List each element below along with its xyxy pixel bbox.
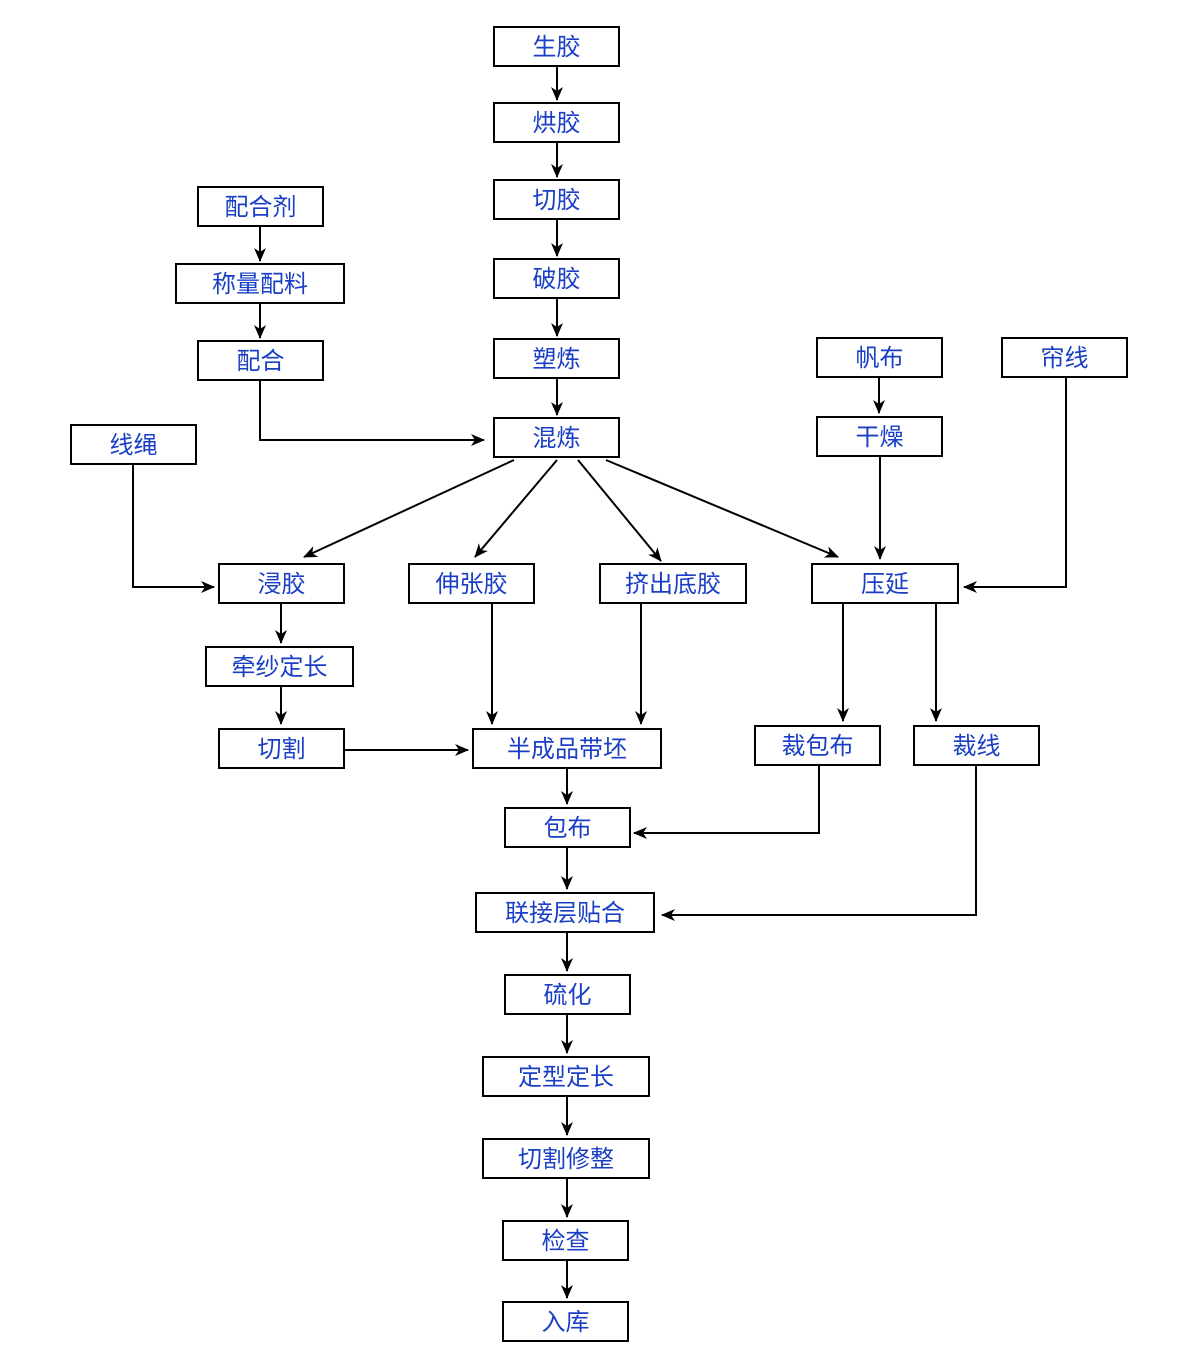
- node-raw-rubber: 生胶: [493, 26, 620, 67]
- node-cutting-rubber: 切胶: [493, 179, 620, 220]
- arrow-mixing-to-calendering: [605, 459, 839, 558]
- node-storage: 入库: [502, 1301, 629, 1342]
- node-cord: 线绳: [70, 424, 197, 465]
- node-cord-fabric: 帘线: [1001, 337, 1128, 378]
- node-drying-rubber: 烘胶: [493, 102, 620, 143]
- node-compounding-agent: 配合剂: [197, 186, 324, 227]
- node-extrude-base: 挤出底胶: [599, 563, 747, 604]
- node-wrapping: 包布: [504, 807, 631, 848]
- node-shaping: 定型定长: [482, 1056, 650, 1097]
- node-cut-cord: 裁线: [913, 725, 1040, 766]
- node-trimming: 切割修整: [482, 1138, 650, 1179]
- node-vulcanizing: 硫化: [504, 974, 631, 1015]
- node-drying: 干燥: [816, 416, 943, 457]
- arrow-mixing-to-extrude-base: [577, 459, 662, 562]
- arrow-cord-fabric-to-calendering: [963, 378, 1067, 593]
- arrow-compounding-to-mixing: [259, 381, 485, 446]
- node-weighing: 称量配料: [175, 263, 345, 304]
- arrow-mixing-to-dipping: [303, 459, 515, 558]
- node-calendering: 压延: [811, 563, 959, 604]
- arrow-cut-wrap-to-wrapping: [633, 766, 820, 839]
- node-cutting: 切割: [218, 728, 345, 769]
- node-semi-belt: 半成品带坯: [472, 728, 662, 769]
- node-cut-wrap: 裁包布: [754, 725, 881, 766]
- node-compounding: 配合: [197, 340, 324, 381]
- node-breaking-rubber: 破胶: [493, 258, 620, 299]
- arrow-cut-cord-to-bonding: [661, 766, 977, 921]
- node-mixing: 混炼: [493, 417, 620, 458]
- node-plasticating: 塑炼: [493, 338, 620, 379]
- arrow-cord-to-dipping: [132, 465, 215, 593]
- arrow-mixing-to-tension-rubber: [474, 459, 558, 558]
- node-tension-rubber: 伸张胶: [408, 563, 535, 604]
- node-inspection: 检查: [502, 1220, 629, 1261]
- node-yarn-sizing: 牵纱定长: [205, 646, 354, 687]
- node-bonding: 联接层贴合: [475, 892, 655, 933]
- node-dipping: 浸胶: [218, 563, 345, 604]
- node-canvas: 帆布: [816, 337, 943, 378]
